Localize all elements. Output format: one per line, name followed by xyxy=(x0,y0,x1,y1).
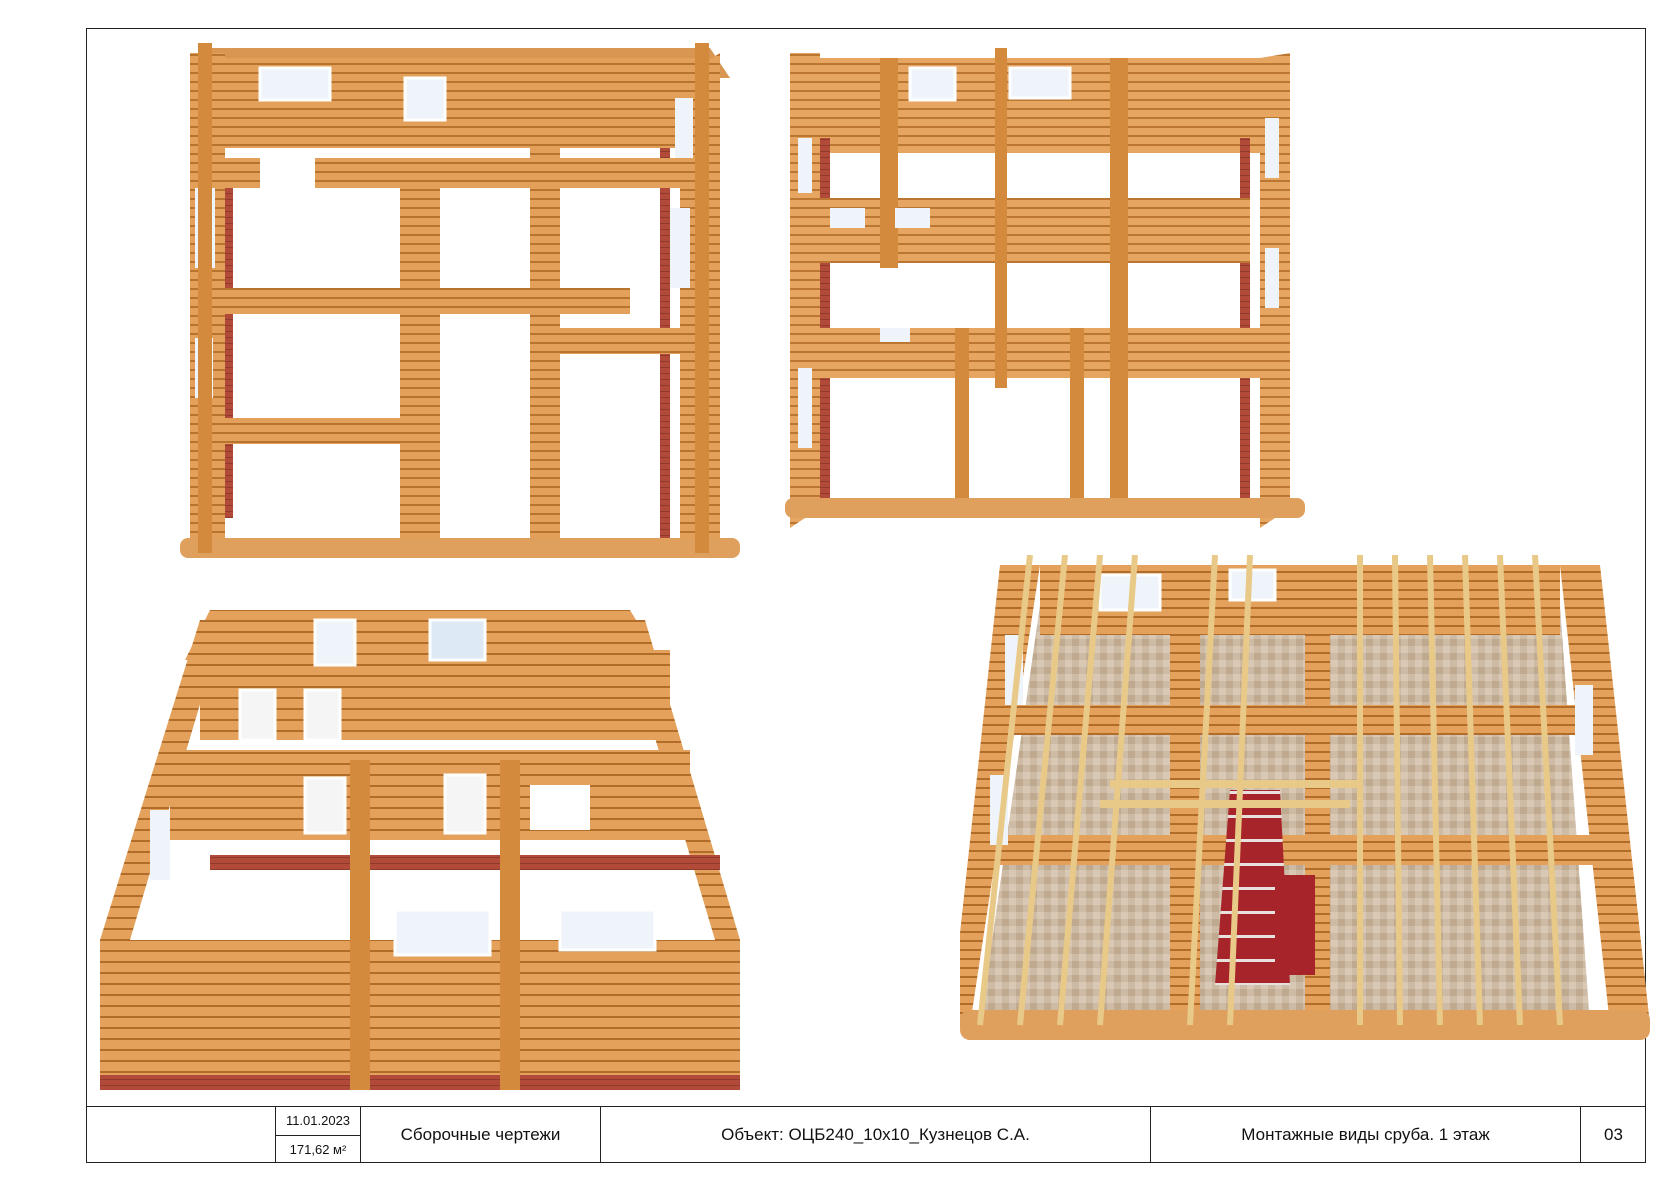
title-block-date-area: 11.01.2023 171,62 м² xyxy=(276,1107,361,1163)
title-block-empty-cell xyxy=(86,1107,276,1163)
log-frame-render-2 xyxy=(785,48,1305,528)
log-frame-render-3 xyxy=(100,610,740,1090)
view-frame-bottom-left xyxy=(100,600,780,1100)
title-block: 11.01.2023 171,62 м² Сборочные чертежи О… xyxy=(86,1106,1646,1163)
view-frame-top-left xyxy=(150,38,760,578)
object-name-text: Объект: ОЦБ240_10х10_Кузнецов С.А. xyxy=(601,1107,1151,1163)
sheet-title-text: Монтажные виды сруба. 1 этаж xyxy=(1151,1107,1581,1163)
log-frame-render-4 xyxy=(960,555,1650,1040)
doc-type-text: Сборочные чертежи xyxy=(361,1107,601,1163)
log-frame-render-1 xyxy=(180,43,740,558)
area-text: 171,62 м² xyxy=(289,1141,347,1157)
view-frame-top-right xyxy=(770,38,1330,538)
drawing-sheet xyxy=(86,28,1646,1163)
sheet-number-text: 03 xyxy=(1604,1125,1623,1144)
date-text: 11.01.2023 xyxy=(276,1107,360,1136)
view-frame-bottom-right xyxy=(960,555,1660,1100)
